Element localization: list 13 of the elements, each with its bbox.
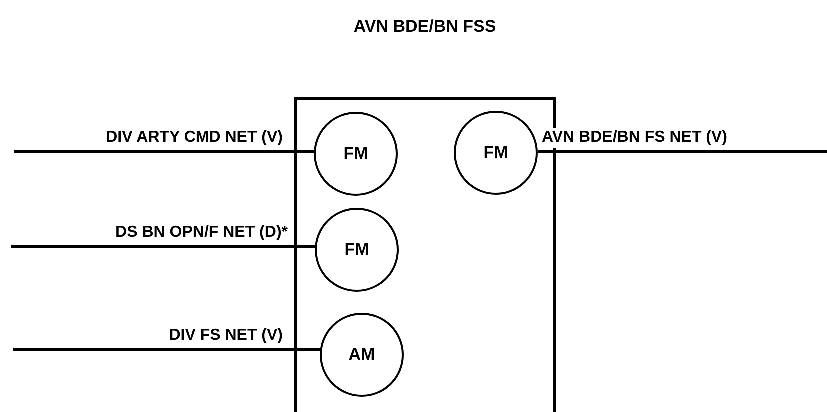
net-line	[11, 246, 316, 248]
station-heading: AVN BDE/BN FSS	[352, 16, 498, 38]
net-line	[13, 348, 320, 352]
radio-circle: FM	[315, 208, 399, 292]
edge-label: DIV FS NET (V)	[167, 326, 285, 346]
radio-circle: FM	[314, 112, 398, 196]
radio-circle: AM	[320, 313, 404, 397]
radio-circle: FM	[454, 111, 538, 195]
edge-label: AVN BDE/BN FS NET (V)	[540, 128, 730, 148]
net-line	[538, 150, 827, 154]
edge-label: DS BN OPN/F NET (D)*	[114, 223, 290, 243]
net-line	[14, 150, 314, 154]
edge-label: DIV ARTY CMD NET (V)	[104, 128, 285, 148]
